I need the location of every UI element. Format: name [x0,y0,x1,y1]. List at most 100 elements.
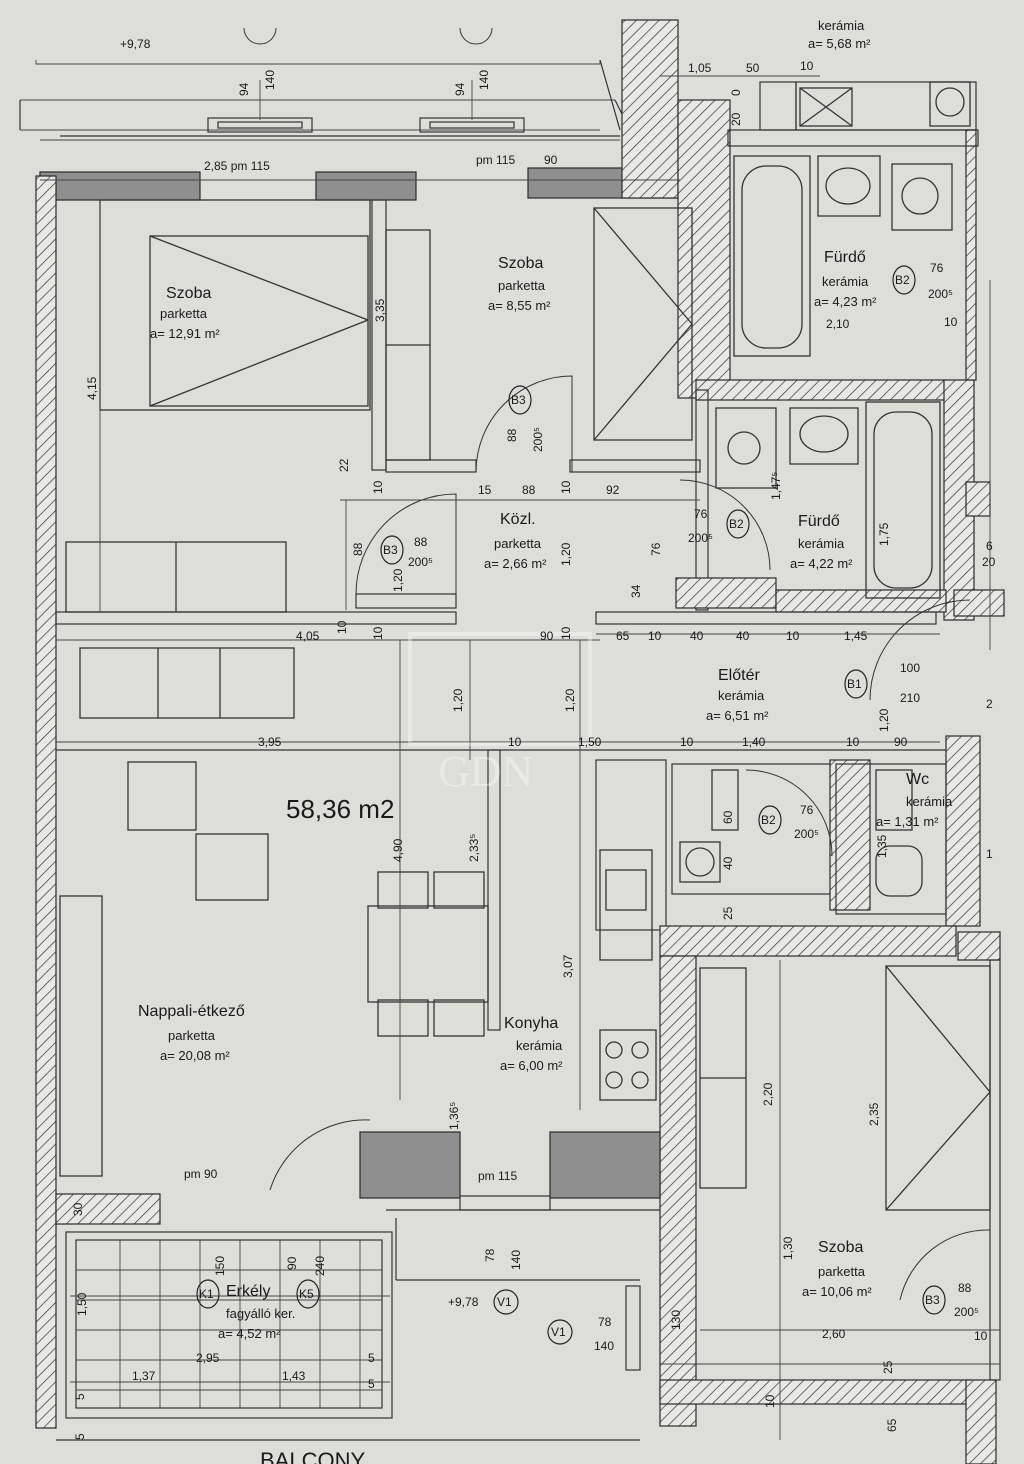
room-szoba2-area: a= 8,55 m² [488,298,551,313]
dim-label: 10 [846,735,860,749]
dim-label: 10 [786,629,800,643]
door-tag: B3 [511,393,526,407]
dim-label: 10 [800,59,814,73]
dim-label: 200⁵ [954,1305,979,1319]
furniture [56,81,991,1441]
room-kozl-area: a= 2,66 m² [484,556,547,571]
dimension-labels: +9,78 +9,78 140 94 140 94 2,85 pm 115 pm… [71,37,996,1440]
dim-label: 10 [974,1329,988,1343]
room-konyha-floor: kerámia [516,1038,563,1053]
dim-label: 76 [649,542,663,556]
dim-label: 200⁵ [408,555,433,569]
dim-label: 2,85 pm 115 [204,159,270,173]
room-top-floor: kerámia [818,18,865,33]
windows [60,117,641,1371]
dim-label: 15 [478,483,492,497]
room-eloter-floor: kerámia [718,688,765,703]
dim-label: 1,50 [75,1292,89,1316]
room-wc-floor: kerámia [906,794,953,809]
dim-label: 3,95 [258,735,282,749]
door-tag: V1 [497,1295,512,1309]
dim-label: 2 [986,697,993,711]
dim-label: 4,15 [85,376,99,400]
dim-label: 0 [729,89,743,96]
dim-label: 34 [629,584,643,598]
dim-label: 90 [285,1256,299,1270]
dim-label: 1,30 [781,1236,795,1260]
room-erkely-area: a= 4,52 m² [218,1326,281,1341]
dim-label: 10 [371,480,385,494]
door-tag: B1 [847,677,862,691]
door-tag: B2 [761,813,776,827]
dim-label: 4,90 [391,838,405,862]
dim-label: 88 [522,483,536,497]
dim-label: 130 [669,1310,683,1330]
dim-label: 1,47⁵ [769,472,783,500]
room-szoba3-name: Szoba [818,1239,863,1256]
dim-label: 10 [763,1394,777,1408]
dim-label: 1 [986,847,993,861]
dim-label: 1,20 [877,708,891,732]
dim-label: 94 [453,82,467,96]
dim-label: 10 [559,626,573,640]
dim-label: 5 [368,1351,375,1365]
dim-label: 88 [958,1281,972,1295]
dim-label: 1,36⁵ [447,1102,461,1130]
dim-label: 10 [648,629,662,643]
room-kozl-name: Közl. [500,511,536,528]
watermark-text: GDN [438,747,533,796]
dim-label: 90 [544,153,558,167]
dim-label: 76 [800,803,814,817]
doors [243,27,991,1301]
dim-label: 40 [690,629,704,643]
room-eloter-area: a= 6,51 m² [706,708,769,723]
dim-label: 1,50 [578,735,602,749]
dim-label: 200⁵ [794,827,819,841]
room-szoba1-name: Szoba [166,285,211,302]
room-kozl-floor: parketta [494,536,542,551]
dim-label: 25 [721,906,735,920]
dim-label: 2,10 [826,317,850,331]
room-nappali-area: a= 20,08 m² [160,1048,230,1063]
room-konyha-name: Konyha [504,1015,558,1032]
dim-label: 50 [746,61,760,75]
room-szoba2-floor: parketta [498,278,546,293]
dim-label: 200⁵ [531,427,545,452]
dim-label: 78 [598,1315,612,1329]
room-furdo2-floor: kerámia [798,536,845,551]
dim-label: 25 [881,1360,895,1374]
dim-label: 1,20 [451,688,465,712]
dim-label: 2,20 [761,1082,775,1106]
dim-label: 200⁵ [928,287,953,301]
room-furdo1-area: a= 4,23 m² [814,294,877,309]
dim-label: 1,05 [688,61,712,75]
dim-label: 3,35 [373,298,387,322]
room-szoba2-name: Szoba [498,255,543,272]
dim-label: +9,78 [120,37,151,51]
dim-label: 10 [944,315,958,329]
dim-label: pm 90 [184,1167,218,1181]
dim-label: 60 [721,810,735,824]
dim-label: 22 [337,458,351,472]
dim-label: 90 [894,735,908,749]
room-labels: Szoba parketta a= 12,91 m² Szoba parkett… [138,18,953,1341]
dim-label: pm 115 [478,1169,517,1183]
dim-label: 88 [351,542,365,556]
room-top-area: a= 5,68 m² [808,36,871,51]
dim-label: 76 [930,261,944,275]
dim-label: 2,33⁵ [467,834,481,862]
watermark: GDN [408,632,592,796]
dimension-lines [40,75,1000,1440]
dim-label: 140 [477,70,491,90]
dim-label: 5 [368,1377,375,1391]
dim-label: 88 [505,428,519,442]
dim-label: 3,07 [561,954,575,978]
door-tag: K5 [299,1287,314,1301]
dim-label: 65 [616,629,630,643]
room-szoba3-floor: parketta [818,1264,866,1279]
room-erkely-floor: fagyálló ker. [226,1306,295,1321]
room-eloter-name: Előtér [718,667,760,684]
dim-label: 2,95 [196,1351,220,1365]
dim-label: 140 [594,1339,614,1353]
